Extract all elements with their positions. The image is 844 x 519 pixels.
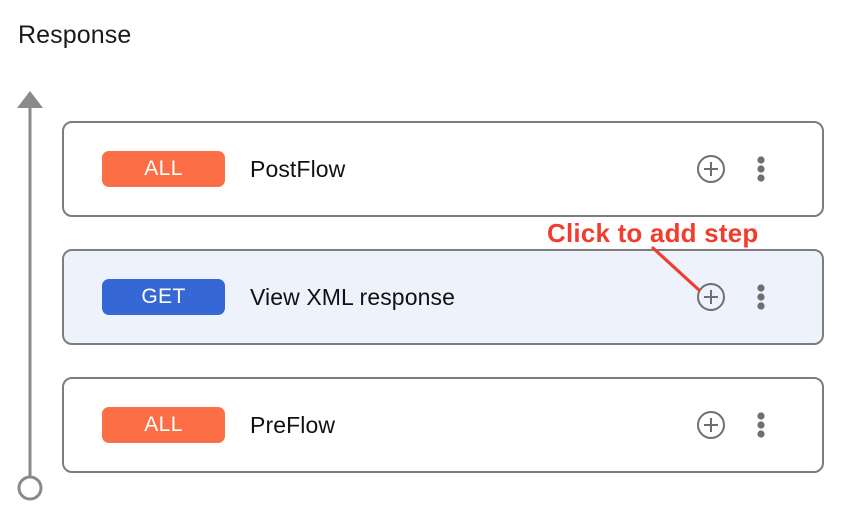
plus-circle-icon[interactable] bbox=[696, 154, 726, 184]
plus-circle-icon[interactable] bbox=[696, 282, 726, 312]
list-item: View XML response bbox=[250, 284, 455, 310]
flow-direction-axis bbox=[0, 80, 62, 510]
status-badge: GET bbox=[102, 279, 225, 315]
list-item: PostFlow bbox=[250, 156, 346, 182]
page-title: Response bbox=[18, 21, 132, 49]
plus-circle-icon[interactable] bbox=[696, 410, 726, 440]
flow-axis-graphic bbox=[17, 91, 43, 501]
list-item: PreFlow bbox=[250, 412, 336, 438]
circle-endpoint-icon bbox=[17, 475, 43, 501]
flow-rows-list: ALL PostFlow GET View XML response bbox=[62, 121, 824, 505]
table-row[interactable]: GET View XML response bbox=[62, 249, 824, 345]
kebab-menu-icon[interactable] bbox=[750, 282, 772, 312]
up-arrow-icon bbox=[17, 91, 43, 108]
table-row[interactable]: ALL PostFlow bbox=[62, 121, 824, 217]
kebab-menu-icon[interactable] bbox=[750, 154, 772, 184]
kebab-menu-icon[interactable] bbox=[750, 410, 772, 440]
status-badge: ALL bbox=[102, 151, 225, 187]
status-badge: ALL bbox=[102, 407, 225, 443]
table-row[interactable]: ALL PreFlow bbox=[62, 377, 824, 473]
